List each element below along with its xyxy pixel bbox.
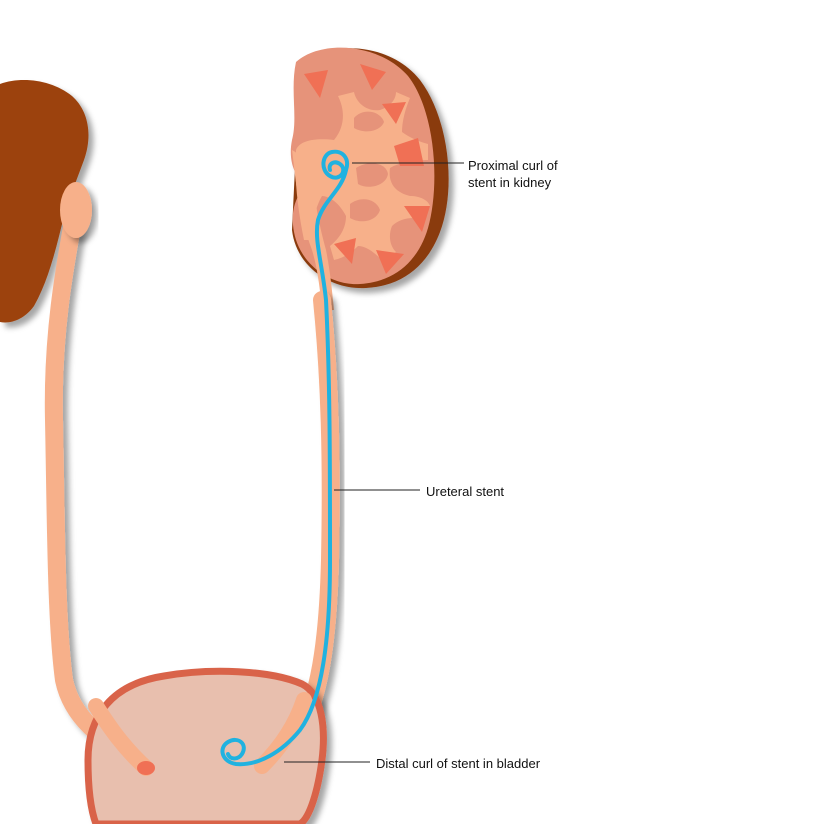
left-renal-pelvis bbox=[60, 182, 92, 238]
left-organ bbox=[0, 80, 89, 323]
left-ureter-bladder-segment bbox=[88, 698, 154, 776]
label-proximal-curl: Proximal curl of stent in kidney bbox=[468, 157, 558, 191]
kidney-papillae-gaps bbox=[350, 111, 388, 222]
left-ureter-orifice-in-bladder bbox=[137, 761, 155, 775]
label-ureteral-stent: Ureteral stent bbox=[426, 484, 505, 499]
ureteral-stent bbox=[220, 149, 349, 767]
left-ureter bbox=[44, 196, 155, 777]
right-ureter-bladder-segment bbox=[254, 692, 312, 774]
renal-calyces bbox=[304, 64, 430, 274]
label-proximal-line1: Proximal curl of bbox=[468, 158, 558, 173]
label-distal-curl: Distal curl of stent in bladder bbox=[376, 756, 541, 771]
label-proximal-line2: stent in kidney bbox=[468, 175, 552, 190]
